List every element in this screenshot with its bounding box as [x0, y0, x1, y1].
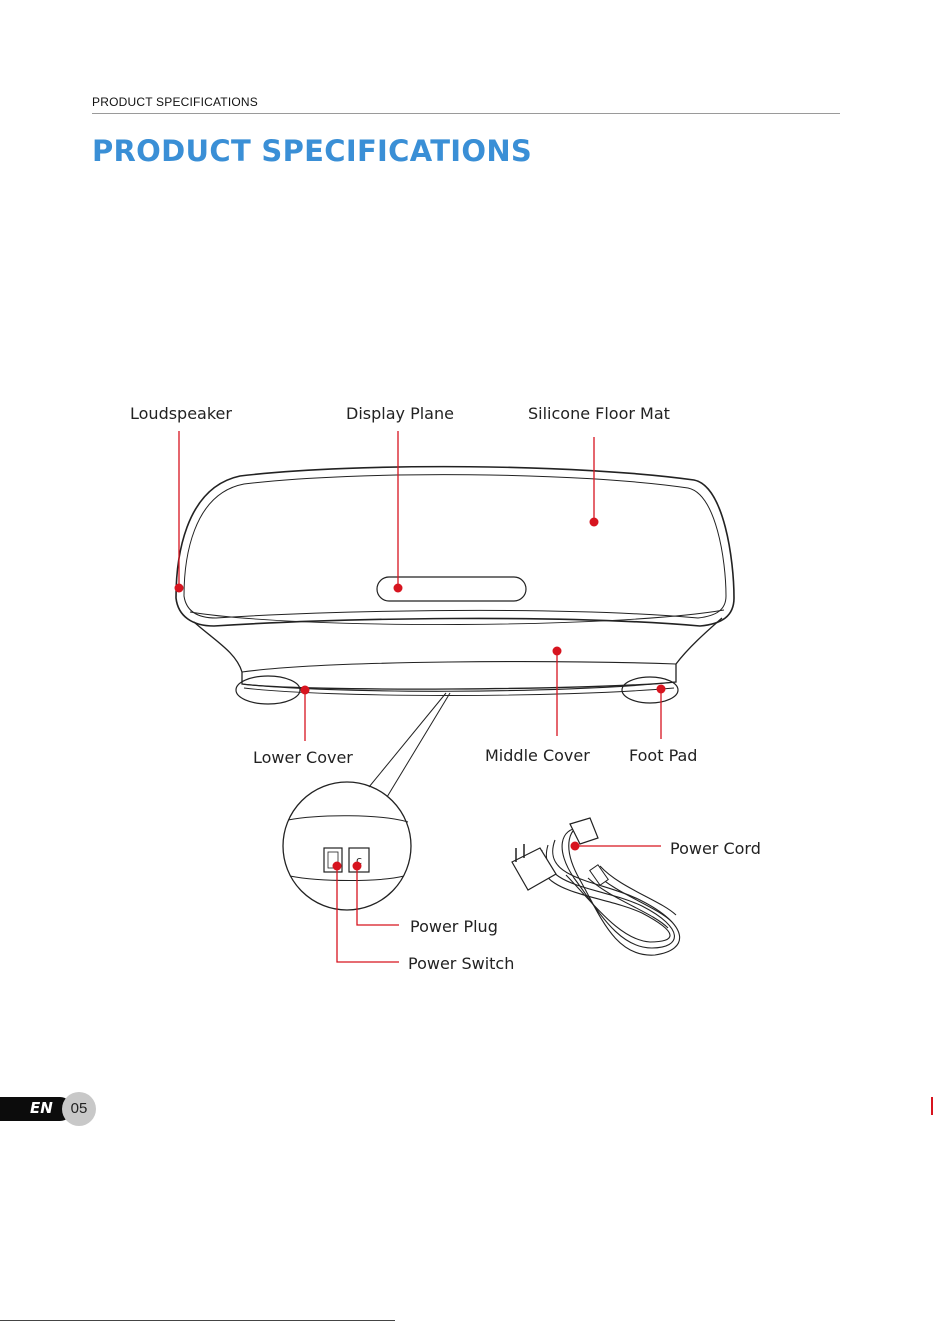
label-display-plane: Display Plane	[346, 404, 454, 423]
edge-mark	[931, 1097, 933, 1115]
power-cord	[512, 818, 680, 955]
label-power-switch: Power Switch	[408, 954, 514, 973]
bottom-rule	[0, 1320, 395, 1321]
label-power-plug: Power Plug	[410, 917, 498, 936]
label-loudspeaker: Loudspeaker	[130, 404, 232, 423]
label-middle-cover: Middle Cover	[485, 746, 590, 765]
label-silicone-floor-mat: Silicone Floor Mat	[528, 404, 670, 423]
zoom-detail: c	[283, 693, 450, 910]
callout-dots	[175, 518, 666, 871]
machine-top	[176, 467, 734, 626]
page-number: 05	[62, 1092, 96, 1126]
language-code: EN	[30, 1099, 53, 1117]
label-lower-cover: Lower Cover	[253, 748, 353, 767]
machine-base	[194, 618, 722, 696]
label-power-cord: Power Cord	[670, 839, 761, 858]
label-foot-pad: Foot Pad	[629, 746, 697, 765]
